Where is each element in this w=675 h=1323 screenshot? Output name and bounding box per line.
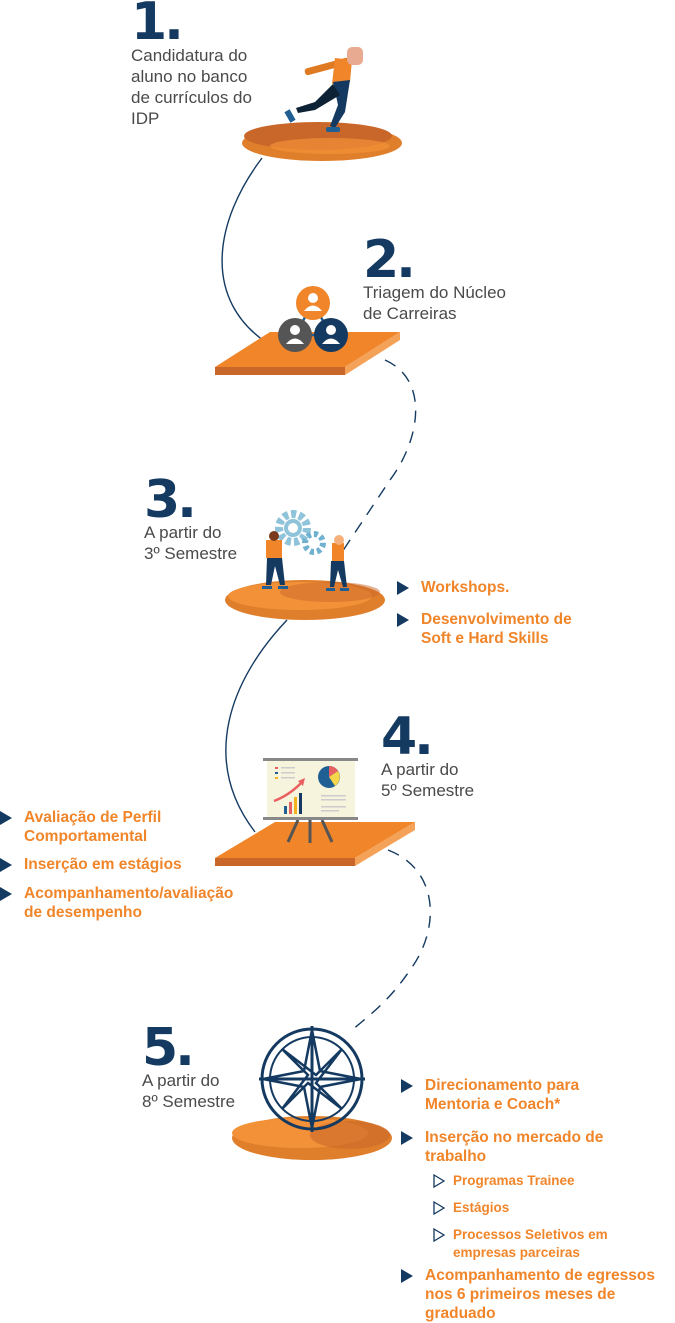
triangle-bullet-icon (397, 613, 409, 627)
step-2-number: 2. (363, 230, 416, 290)
bullet-text: trabalho (425, 1148, 487, 1165)
outline-triangle-icon (433, 1174, 445, 1188)
step-5-description: A partir do 8º Semestre (142, 1070, 235, 1112)
presentation-board-icon (263, 758, 358, 843)
path-2-3 (329, 359, 417, 571)
step-2-description: Triagem do Núcleo de Carreiras (363, 282, 506, 324)
bullet-text: Comportamental (24, 828, 148, 845)
step-5-bullet: Acompanhamento de egressos nos 6 primeir… (401, 1266, 655, 1323)
step-3-description: A partir do 3º Semestre (144, 522, 237, 564)
desc-line: Candidatura do (131, 46, 248, 65)
step-4-bullet: Inserção em estágios (0, 855, 182, 874)
step-4-bullet: Avaliação de Perfil Comportamental (0, 808, 161, 846)
platform-3 (225, 580, 385, 620)
step-5-number: 5. (142, 1018, 195, 1078)
bullet-text: Direcionamento para (425, 1077, 580, 1094)
bullet-text: de desempenho (24, 904, 142, 921)
step-3-number: 3. (144, 470, 197, 530)
outline-triangle-icon (433, 1201, 445, 1215)
bullet-text: Processos Seletivos em (453, 1227, 608, 1242)
step-5-bullet: Inserção no mercado de trabalho (401, 1128, 603, 1166)
desc-line: 8º Semestre (142, 1092, 236, 1111)
step-4-number: 4. (381, 707, 434, 767)
step-5-sub-bullet: Processos Seletivos em empresas parceira… (433, 1226, 608, 1262)
triangle-bullet-icon (401, 1131, 413, 1145)
platform-2 (215, 332, 400, 375)
outline-triangle-icon (433, 1228, 445, 1242)
path-4-5 (351, 849, 431, 1031)
path-1-2 (221, 157, 271, 346)
step-3-bullet: Desenvolvimento de Soft e Hard Skills (397, 610, 572, 648)
bullet-text: Avaliação de Perfil (24, 809, 162, 826)
desc-line: A partir do (142, 1071, 220, 1090)
path-3-4 (225, 619, 288, 833)
triangle-bullet-icon (401, 1079, 413, 1093)
triangle-bullet-icon (401, 1269, 413, 1283)
platform-4 (215, 822, 415, 866)
step-5-sub-bullet: Estágios (433, 1199, 509, 1217)
step-5-bullet: Direcionamento para Mentoria e Coach* (401, 1076, 579, 1114)
triangle-bullet-icon (0, 887, 12, 901)
bullet-text: Estágios (453, 1200, 510, 1215)
desc-line: IDP (131, 109, 160, 128)
bullet-text: Inserção em estágios (24, 856, 182, 873)
bullet-text: Desenvolvimento de (421, 611, 572, 628)
desc-line: A partir do (381, 760, 459, 779)
bullet-text: Acompanhamento/avaliação (24, 885, 234, 902)
step-4-bullet: Acompanhamento/avaliação de desempenho (0, 884, 233, 922)
running-person-icon (284, 47, 363, 132)
teamwork-gears-icon (262, 510, 349, 591)
triangle-bullet-icon (0, 858, 12, 872)
step-5-sub-bullet: Programas Trainee (433, 1172, 575, 1190)
bullet-text: Acompanhamento de egressos (425, 1267, 655, 1284)
step-3-bullet: Workshops. (397, 578, 509, 597)
desc-line: aluno no banco (131, 67, 248, 86)
bullet-text: Programas Trainee (453, 1173, 575, 1188)
triangle-bullet-icon (0, 811, 12, 825)
desc-line: de currículos do (131, 88, 252, 107)
bullet-text: graduado (425, 1305, 496, 1322)
step-1-description: Candidatura do aluno no banco de currícu… (131, 45, 252, 129)
desc-line: de Carreiras (363, 304, 457, 323)
bullet-text: Soft e Hard Skills (421, 630, 549, 647)
step-1-number: 1. (131, 0, 184, 52)
triangle-bullet-icon (397, 581, 409, 595)
bullet-text: Inserção no mercado de (425, 1129, 604, 1146)
bullet-text: nos 6 primeiros meses de (425, 1286, 616, 1303)
platform-1 (242, 122, 402, 161)
compass-rose-icon (259, 1026, 365, 1132)
bullet-text: Workshops. (421, 579, 510, 596)
desc-line: 5º Semestre (381, 781, 475, 800)
people-network-icon (278, 286, 348, 352)
bullet-text: empresas parceiras (453, 1245, 580, 1260)
bullet-text: Mentoria e Coach* (425, 1096, 561, 1113)
desc-line: Triagem do Núcleo (363, 283, 506, 302)
desc-line: 3º Semestre (144, 544, 238, 563)
step-4-description: A partir do 5º Semestre (381, 759, 474, 801)
desc-line: A partir do (144, 523, 222, 542)
